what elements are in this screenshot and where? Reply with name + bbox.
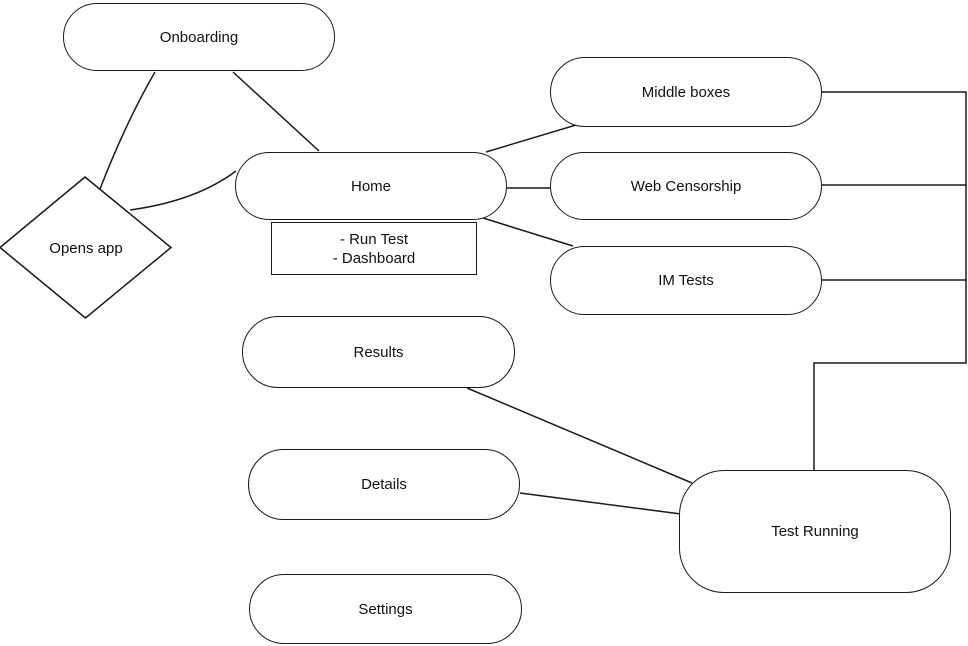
note-line-run-test: - Run Test [339, 230, 409, 248]
edge-middle-boxes-test-running-rail [813, 91, 967, 470]
node-web-censorship: Web Censorship [550, 152, 822, 220]
node-opens-app: Opens app [10, 233, 162, 263]
node-onboarding: Onboarding [63, 3, 335, 71]
node-onboarding-label: Onboarding [159, 28, 239, 46]
edge-details-test-running [519, 492, 682, 515]
node-middle-boxes: Middle boxes [550, 57, 822, 127]
node-home-note: - Run Test - Dashboard [271, 222, 477, 275]
node-web-censorship-label: Web Censorship [630, 177, 742, 195]
node-opens-app-shape [0, 176, 173, 319]
edge-results-test-running [466, 387, 693, 484]
edge-home-middle-boxes [485, 124, 577, 153]
node-home: Home [235, 152, 507, 220]
node-im-tests-label: IM Tests [658, 272, 714, 289]
edge-onboarding-home [232, 71, 320, 152]
node-settings-label: Settings [358, 600, 413, 618]
node-settings: Settings [249, 574, 522, 644]
node-home-note-text: - Run Test - Dashboard [333, 230, 416, 268]
node-test-running-label: Test Running [771, 523, 859, 540]
node-details: Details [248, 449, 520, 520]
node-middle-boxes-label: Middle boxes [641, 83, 731, 101]
node-results: Results [242, 316, 515, 388]
edge-onboarding-opens-app [99, 71, 156, 190]
node-test-running: Test Running [679, 470, 951, 593]
node-home-label: Home [350, 177, 391, 195]
edge-opens-app-home [129, 170, 237, 211]
node-opens-app-label: Opens app [49, 239, 123, 257]
node-results-label: Results [353, 343, 404, 361]
edge-home-im-tests [482, 217, 574, 247]
note-line-dashboard: - Dashboard [332, 249, 416, 267]
node-im-tests: IM Tests [550, 246, 822, 315]
node-details-label: Details [361, 476, 407, 493]
